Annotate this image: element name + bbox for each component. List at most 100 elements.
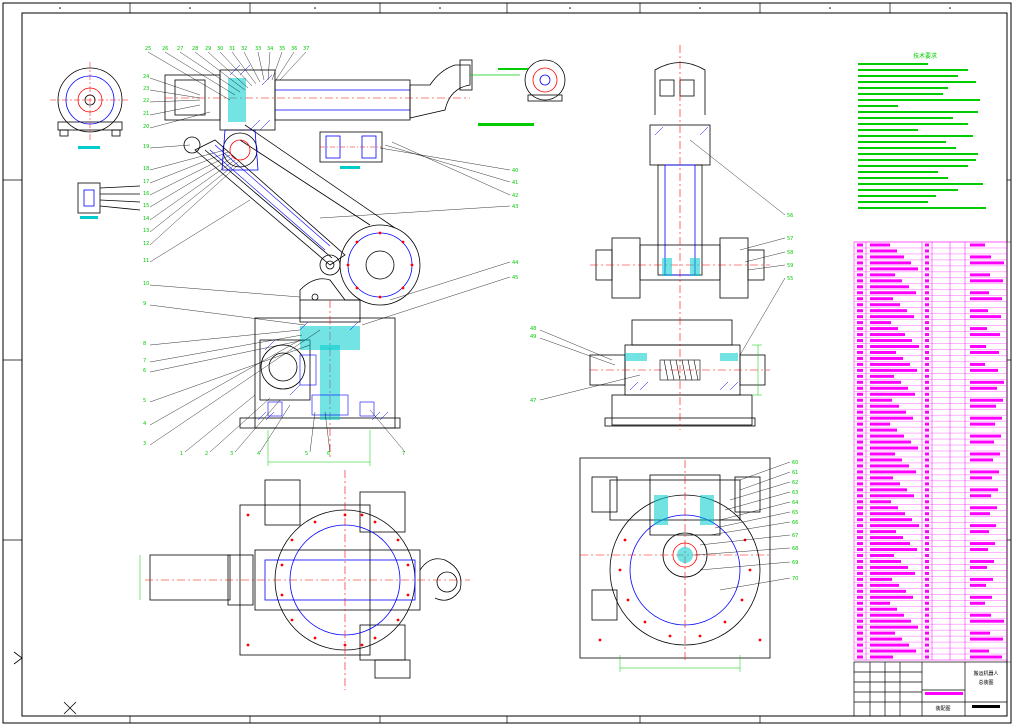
- svg-text:16: 16: [143, 191, 149, 197]
- svg-text:23: 23: [143, 86, 149, 92]
- parts-row-material: [970, 291, 989, 295]
- parts-row-number: [857, 452, 863, 456]
- title-block-fill-marks: [972, 705, 1000, 708]
- shoulder-bolts: [346, 231, 414, 299]
- svg-text:28: 28: [192, 46, 198, 52]
- parts-row-name: [870, 362, 910, 366]
- svg-text:43: 43: [512, 204, 518, 210]
- bearing-label-bar: [340, 166, 360, 169]
- parts-row-number: [857, 333, 863, 337]
- parts-row-number: [857, 571, 863, 575]
- small-detail-label-bar: [80, 216, 98, 219]
- parts-row-name: [870, 530, 896, 534]
- parts-row-qty: [925, 464, 929, 468]
- sheet-title-line2: 总装图: [978, 679, 993, 686]
- parts-row-material: [970, 368, 998, 372]
- parts-row-name: [870, 506, 898, 510]
- section-view-fills: [654, 495, 714, 563]
- parts-row-name: [870, 619, 911, 623]
- parts-row-material: [970, 452, 1000, 456]
- parts-row-number: [857, 362, 863, 366]
- parts-row-name: [870, 649, 916, 653]
- parts-row-qty: [925, 565, 929, 569]
- svg-text:24: 24: [143, 74, 149, 80]
- parts-row-material: [970, 327, 987, 331]
- parts-row-material: [970, 345, 986, 348]
- svg-text:5: 5: [305, 451, 308, 457]
- parts-row-number: [857, 434, 863, 438]
- parts-row-qty: [925, 577, 929, 581]
- svg-text:69: 69: [792, 560, 798, 566]
- parts-row-qty: [925, 285, 929, 289]
- parts-row-name: [870, 613, 904, 617]
- parts-row-name: [870, 607, 897, 611]
- parts-row-name: [870, 345, 919, 348]
- parts-row-qty: [925, 261, 929, 265]
- flange-detail-view: [470, 59, 566, 102]
- parts-row-material: [970, 404, 996, 408]
- parts-row-name: [870, 279, 902, 283]
- parts-row-number: [857, 589, 863, 593]
- parts-row-qty: [925, 398, 929, 402]
- svg-text:7: 7: [143, 358, 146, 364]
- svg-text:57: 57: [787, 236, 793, 242]
- parts-row-qty: [925, 518, 929, 522]
- parts-row-material: [970, 631, 990, 635]
- callout-leaders-right: [184, 141, 511, 453]
- parts-row-number: [857, 500, 863, 504]
- parts-row-material: [970, 613, 991, 617]
- svg-text:26: 26: [162, 46, 168, 52]
- parts-row-number: [857, 255, 863, 259]
- parts-row-material: [970, 506, 997, 510]
- parts-row-qty: [925, 255, 929, 259]
- parts-row-material: [970, 279, 1003, 283]
- parts-row-name: [870, 655, 893, 659]
- lower-arm-inner: [209, 144, 331, 251]
- parts-row-qty: [925, 583, 929, 587]
- parts-row-name: [870, 470, 916, 474]
- parts-row-qty: [925, 392, 929, 396]
- parts-row-material: [970, 512, 990, 516]
- parts-row-number: [857, 285, 863, 289]
- svg-text:45: 45: [512, 275, 518, 281]
- parts-row-material: [970, 380, 1004, 384]
- parts-row-name: [870, 350, 896, 354]
- parts-row-qty: [925, 345, 929, 348]
- frame-dots: [59, 7, 951, 9]
- svg-text:35: 35: [279, 46, 285, 52]
- svg-text:41: 41: [512, 180, 518, 186]
- parts-row-name: [870, 577, 892, 581]
- parts-row-name: [870, 524, 919, 528]
- parts-row-number: [857, 303, 863, 307]
- svg-text:6: 6: [143, 368, 146, 374]
- corner-marks: [13, 651, 77, 715]
- parts-row-material: [970, 386, 997, 390]
- side-view-leaders: [539, 139, 786, 401]
- parts-row-qty: [925, 356, 929, 360]
- parts-row-number: [857, 446, 863, 450]
- parts-row-qty: [925, 601, 929, 605]
- parts-row-qty: [925, 416, 929, 420]
- parts-row-number: [857, 374, 863, 378]
- left-end-view-label-bar: [78, 146, 100, 149]
- parts-row-name: [870, 416, 913, 420]
- side-view-sections: [625, 258, 738, 361]
- parts-row-number: [857, 542, 863, 546]
- parts-row-number: [857, 315, 863, 319]
- svg-text:55: 55: [787, 276, 793, 282]
- parts-row-material: [970, 524, 996, 528]
- parts-row-number: [857, 321, 863, 325]
- svg-text:56: 56: [787, 213, 793, 219]
- parts-row-name: [870, 494, 914, 498]
- parts-row-qty: [925, 571, 929, 575]
- forearm-section-fill: [228, 78, 246, 122]
- parts-row-number: [857, 386, 863, 390]
- svg-text:9: 9: [143, 301, 146, 307]
- parts-row-number: [857, 404, 863, 408]
- parts-row-number: [857, 613, 863, 617]
- parts-row-number: [857, 422, 863, 426]
- parts-row-qty: [925, 404, 929, 408]
